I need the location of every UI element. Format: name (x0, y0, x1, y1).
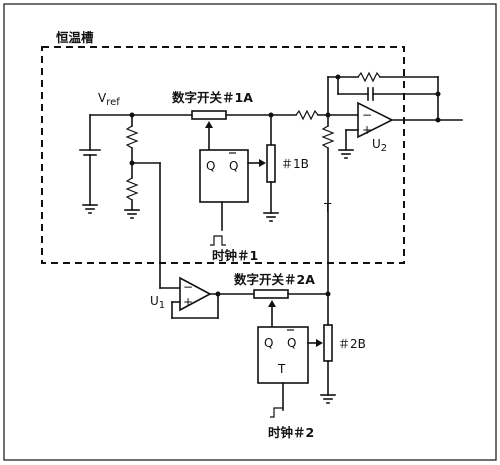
pot-2b-label: ＃2B (338, 337, 366, 351)
outer-frame (3, 3, 497, 461)
clock-1-pulse-icon (210, 235, 226, 246)
pot-1b-label: ＃1B (281, 157, 309, 171)
opamp-u1 (171, 276, 255, 319)
clock-2-pulse-icon (270, 407, 283, 418)
flip-flop-2 (257, 326, 309, 418)
u2-plus: + (362, 123, 372, 137)
ff1-qbar: Q (229, 159, 238, 173)
feedback-network (327, 71, 441, 123)
clock-2-label: 时钟＃2 (268, 425, 314, 440)
u1-minus: − (183, 280, 193, 294)
thermostat-boundary (41, 46, 405, 264)
potentiometer-2b (307, 293, 336, 404)
ff2-q: Q (264, 336, 273, 350)
switch-2a-label: 数字开关＃2A (233, 272, 315, 287)
input-resistor (295, 109, 359, 121)
ff1-q: Q (206, 159, 215, 173)
digital-switch-2a (253, 289, 331, 328)
u1-label: U1 (150, 294, 165, 311)
flip-flop-1 (199, 149, 249, 246)
switch-1a-label: 数字开关＃1A (171, 90, 253, 105)
digital-switch-1a (191, 110, 297, 151)
voltage-divider (124, 112, 181, 289)
node-resistor (321, 114, 335, 293)
thermostat-label: 恒温槽 (56, 30, 94, 45)
ff2-qbar: Q (287, 336, 296, 350)
u2-minus: − (362, 108, 372, 122)
potentiometer-1b (247, 112, 279, 222)
ff2-t: T (277, 362, 286, 376)
vref-source (79, 114, 193, 214)
opamp-u2 (338, 101, 463, 159)
vref-label: Vref (98, 91, 120, 108)
u2-label: U2 (372, 137, 387, 154)
t-label: T (323, 201, 332, 215)
clock-1-label: 时钟＃1 (212, 248, 258, 263)
u1-plus: + (183, 295, 193, 309)
